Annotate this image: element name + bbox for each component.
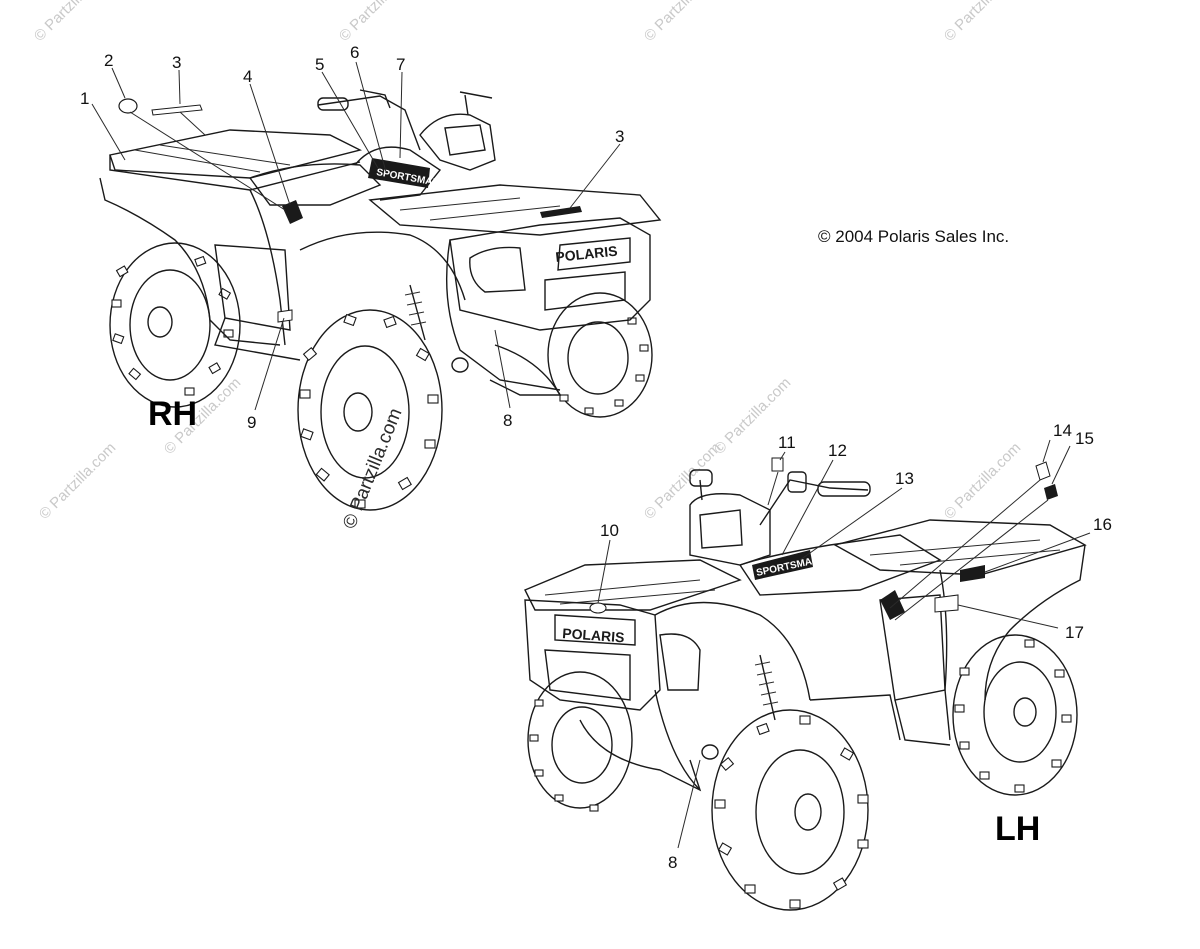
callout-6: 6 [350, 43, 359, 62]
decal-9 [277, 309, 293, 323]
atv-rh-illustration: SPORTSMAN POLARIS [99, 89, 662, 511]
lh-leader-lines [597, 439, 1091, 849]
callout-8-lh: 8 [668, 853, 677, 872]
decal-3-front [540, 206, 582, 218]
callout-1: 1 [80, 89, 89, 108]
rh-far-wheel [547, 292, 653, 418]
callout-7: 7 [396, 55, 405, 74]
lh-front-wheel [711, 709, 869, 911]
lh-rear-wheel [952, 634, 1078, 796]
decal-15 [1044, 484, 1058, 500]
watermark-text: © Partzilla.com [641, 0, 724, 45]
lh-view-label: LH [995, 810, 1040, 848]
decal-sportsman-rh [368, 158, 430, 188]
polaris-logo-lh: POLARIS [562, 625, 625, 645]
decal-13 [880, 590, 905, 620]
rh-rear-wheel [109, 242, 241, 408]
callout-5: 5 [315, 55, 324, 74]
lh-callouts: 11 12 13 14 15 10 16 17 8 [600, 421, 1112, 872]
watermark-text: © Partzilla.com [31, 0, 114, 45]
decal-16 [960, 565, 985, 582]
callout-13: 13 [895, 469, 914, 488]
rh-leader-lines [91, 61, 621, 411]
decal-11 [771, 457, 784, 472]
callout-12: 12 [828, 441, 847, 460]
rh-body [99, 89, 662, 396]
decal-2 [118, 98, 138, 114]
callout-9: 9 [247, 413, 256, 432]
partzilla-watermark: © Partzilla.com [339, 405, 406, 532]
rh-callouts: 1 2 3 4 5 6 7 3 9 8 [80, 43, 624, 432]
decal-4 [282, 200, 303, 224]
callout-3: 3 [172, 53, 181, 72]
rh-front-wheel [297, 309, 443, 511]
watermark-text: © Partzilla.com [36, 439, 119, 522]
callout-2: 2 [104, 51, 113, 70]
callout-8: 8 [503, 411, 512, 430]
decal-sportsman-lh [752, 550, 813, 580]
lh-body [524, 469, 1087, 792]
callout-15: 15 [1075, 429, 1094, 448]
decal-14 [1035, 461, 1051, 481]
callout-11: 11 [778, 433, 796, 452]
polaris-logo-rh: POLARIS [555, 243, 619, 265]
rh-decals: SPORTSMAN POLARIS [118, 98, 619, 323]
watermark-text: © Partzilla.com [336, 0, 419, 45]
decal-3-rear [151, 104, 203, 116]
watermark-text: © Partzilla.com [941, 0, 1024, 45]
atv-lh-illustration: SPORTSMAN POLARIS [524, 457, 1087, 911]
callout-3-front: 3 [615, 127, 624, 146]
callout-4: 4 [243, 67, 252, 86]
callout-10: 10 [600, 521, 619, 540]
faint-watermarks: © Partzilla.com © Partzilla.com © Partzi… [31, 0, 1024, 523]
callout-14: 14 [1053, 421, 1072, 440]
callout-16: 16 [1093, 515, 1112, 534]
copyright-text: © 2004 Polaris Sales Inc. [818, 227, 1009, 246]
watermark-text: © Partzilla.com [941, 439, 1024, 522]
decal-17 [934, 594, 959, 613]
rh-view-label: RH [148, 395, 197, 433]
callout-17: 17 [1065, 623, 1084, 642]
lh-far-wheel [527, 671, 633, 812]
decal-10 [589, 602, 607, 614]
